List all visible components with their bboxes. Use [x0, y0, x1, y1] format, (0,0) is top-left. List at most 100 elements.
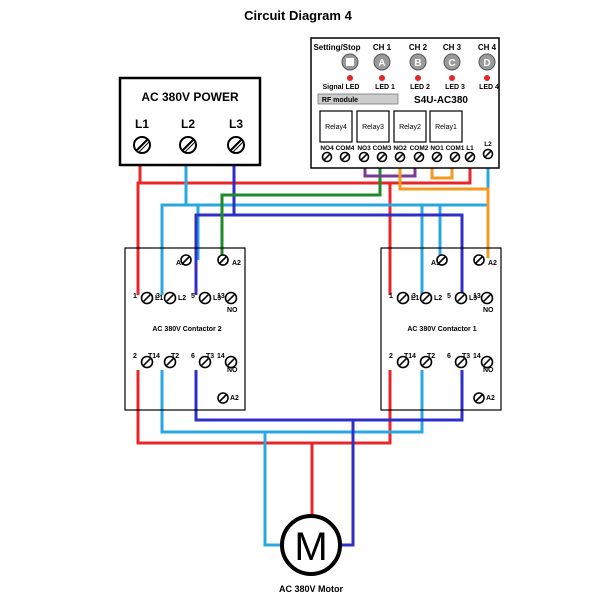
- screw-terminal-icon: [396, 355, 410, 369]
- pin-label: L3: [213, 295, 221, 302]
- wire-orange-a: [398, 162, 490, 258]
- a1-label: A1: [176, 260, 185, 267]
- screw-terminal-icon: [227, 136, 245, 154]
- pin-number: 14: [473, 353, 481, 360]
- screw-terminal-icon: [480, 291, 494, 305]
- screw-terminal-icon: [419, 291, 433, 305]
- wire-green: [220, 162, 382, 258]
- channel-label: CH 1: [373, 43, 392, 52]
- led-icon: [449, 75, 455, 81]
- pin-label: T2: [171, 353, 179, 360]
- relay: [356, 110, 390, 143]
- pin-number: 4: [156, 353, 160, 360]
- screw-terminal-icon: [321, 151, 333, 163]
- screw-terminal-icon: [473, 254, 485, 266]
- controller-terminals: [321, 148, 494, 163]
- pin-label: T1: [148, 353, 156, 360]
- terminal-label: COM2: [410, 145, 429, 152]
- channel-key-label: A: [378, 58, 385, 69]
- led-icon: [415, 75, 421, 81]
- screw-terminal-icon: [217, 254, 229, 266]
- power-terminal-label: L3: [229, 117, 243, 131]
- screw-terminal-icon: [376, 151, 388, 163]
- wire-red-left: [136, 152, 142, 295]
- terminal-label: L2: [484, 141, 492, 148]
- terminal-label: COM3: [373, 145, 392, 152]
- channel-key-label: C: [448, 58, 455, 69]
- wire-cyan-a2-left: [186, 203, 200, 260]
- channel-key-button[interactable]: A: [373, 53, 391, 71]
- a2-label: A2: [232, 260, 241, 267]
- contactor-name: AC 380V Contactor 2: [152, 326, 221, 333]
- channel-key-label: B: [414, 58, 421, 69]
- motor-icon: [280, 514, 342, 576]
- screw-terminal-icon: [480, 355, 494, 369]
- channel-label: CH 3: [443, 43, 462, 52]
- screw-terminal-icon: [413, 151, 425, 163]
- screw-terminal-icon: [140, 291, 154, 305]
- pin-number: 13: [473, 293, 481, 300]
- led-icon: [484, 75, 490, 81]
- screw-terminal-icon: [179, 136, 197, 154]
- pin-label: T2: [427, 353, 435, 360]
- motor-symbol: M: [294, 525, 327, 569]
- wire-purple: [363, 162, 417, 178]
- wire-blue-left: [194, 152, 236, 295]
- screw-terminal-icon: [140, 355, 154, 369]
- screw-terminal-icon: [133, 136, 151, 154]
- channel-key-button[interactable]: C: [443, 53, 461, 71]
- power-title: AC 380V POWER: [141, 90, 239, 104]
- terminal-label: NO1: [430, 145, 444, 152]
- relay-label: Relay2: [399, 124, 421, 131]
- screw-terminal-icon: [473, 392, 485, 404]
- pin-label: T3: [462, 353, 470, 360]
- screw-terminal-icon: [436, 254, 448, 266]
- screw-terminal-icon: [339, 151, 351, 163]
- terminal-label: COM4: [336, 145, 355, 152]
- relay: [429, 110, 463, 143]
- wire-red-right: [140, 181, 392, 295]
- channel-key-button[interactable]: B: [409, 53, 427, 71]
- led-label: LED 2: [410, 84, 430, 91]
- wire-blue-motor: [340, 420, 355, 547]
- pin-label: NO: [227, 367, 238, 374]
- pin-label: NO: [483, 307, 494, 314]
- wire-orange-b: [430, 162, 454, 180]
- pin-number: 14: [217, 353, 225, 360]
- screw-terminal-icon: [180, 254, 192, 266]
- led-label: LED 3: [445, 84, 465, 91]
- rf-module-label: RF module: [322, 97, 358, 104]
- a1-label: A1: [431, 260, 440, 267]
- pin-number: 1: [389, 293, 393, 300]
- relay-label: Relay3: [362, 124, 384, 131]
- relay: [319, 110, 353, 143]
- pin-label: T1: [404, 353, 412, 360]
- screw-terminal-icon: [163, 291, 177, 305]
- pin-number: 2: [133, 353, 137, 360]
- contactor-name: AC 380V Contactor 1: [407, 326, 476, 333]
- pin-number: 5: [447, 293, 451, 300]
- wire-red-controller: [390, 162, 472, 185]
- channel-key-label: D: [483, 58, 490, 69]
- motor: M AC 380V Motor: [279, 514, 344, 594]
- model-label: S4U-AC380: [414, 95, 468, 106]
- pin-number: 5: [191, 293, 195, 300]
- setting-button[interactable]: [341, 53, 359, 71]
- channel-key-button[interactable]: D: [478, 53, 496, 71]
- screw-terminal-icon: [198, 355, 212, 369]
- a2-label: A2: [488, 260, 497, 267]
- power-box: AC 380V POWER L1 L2 L3: [118, 76, 262, 167]
- screw-terminal-icon: [163, 355, 177, 369]
- pin-number: 13: [217, 293, 225, 300]
- wire-blue-left-out: [194, 370, 464, 422]
- wire-cyan-right: [422, 203, 442, 260]
- wire-cyan-left: [160, 152, 188, 295]
- screw-terminal-icon: [454, 291, 468, 305]
- wire-cyan-left-out: [160, 370, 424, 434]
- screw-terminal-icon: [419, 355, 433, 369]
